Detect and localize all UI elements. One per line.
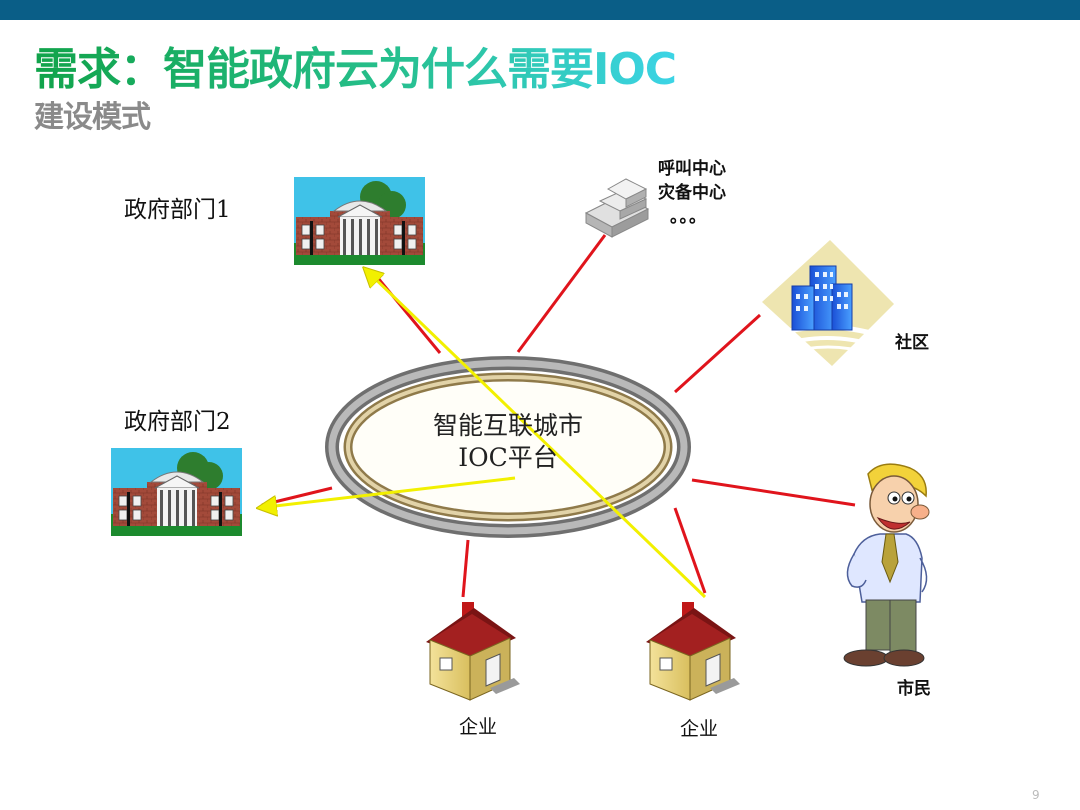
ioc-ring <box>325 356 691 538</box>
enterprise-1-label: 企业 <box>459 716 498 738</box>
flow-arrow-to-gov1 <box>364 268 707 599</box>
call-center-label: 呼叫中心 <box>658 159 726 179</box>
more-centers-ellipsis: 。。。 <box>670 207 707 227</box>
enterprise-2-label: 企业 <box>680 718 719 740</box>
connector-citizen <box>691 478 856 507</box>
ioc-platform-line2: IOC平台 <box>458 443 558 472</box>
connector-gov1 <box>371 271 442 354</box>
connector-call-center <box>516 234 607 353</box>
government-building-icon <box>111 448 242 536</box>
ioc-platform-label: 智能互联城市 IOC平台 <box>408 410 608 474</box>
top-bar <box>0 0 1080 20</box>
gov-dept-2-label: 政府部门2 <box>124 409 231 435</box>
flow-arrow-to-gov2 <box>258 476 516 508</box>
man-cartoon-icon <box>843 463 930 667</box>
house-icon <box>426 602 520 701</box>
citizen-label: 市民 <box>897 679 931 699</box>
government-building-icon <box>294 177 425 265</box>
server-stack-icon <box>584 178 650 238</box>
community-label: 社区 <box>895 333 929 353</box>
ioc-platform-line1: 智能互联城市 <box>432 411 583 440</box>
connector-community <box>673 313 762 394</box>
flow-arrows <box>258 268 707 599</box>
disaster-center-label: 灾备中心 <box>658 183 726 203</box>
house-icon <box>646 602 740 701</box>
page-number: 9 <box>1032 788 1040 802</box>
slide-title: 需求：智能政府云为什么需要IOC <box>34 42 677 98</box>
connector-enterprise2 <box>673 507 707 594</box>
apartment-building-icon <box>762 240 894 366</box>
connector-enterprise1 <box>461 539 470 598</box>
gov-dept-1-label: 政府部门1 <box>124 197 231 223</box>
slide-subtitle: 建设模式 <box>34 100 151 135</box>
